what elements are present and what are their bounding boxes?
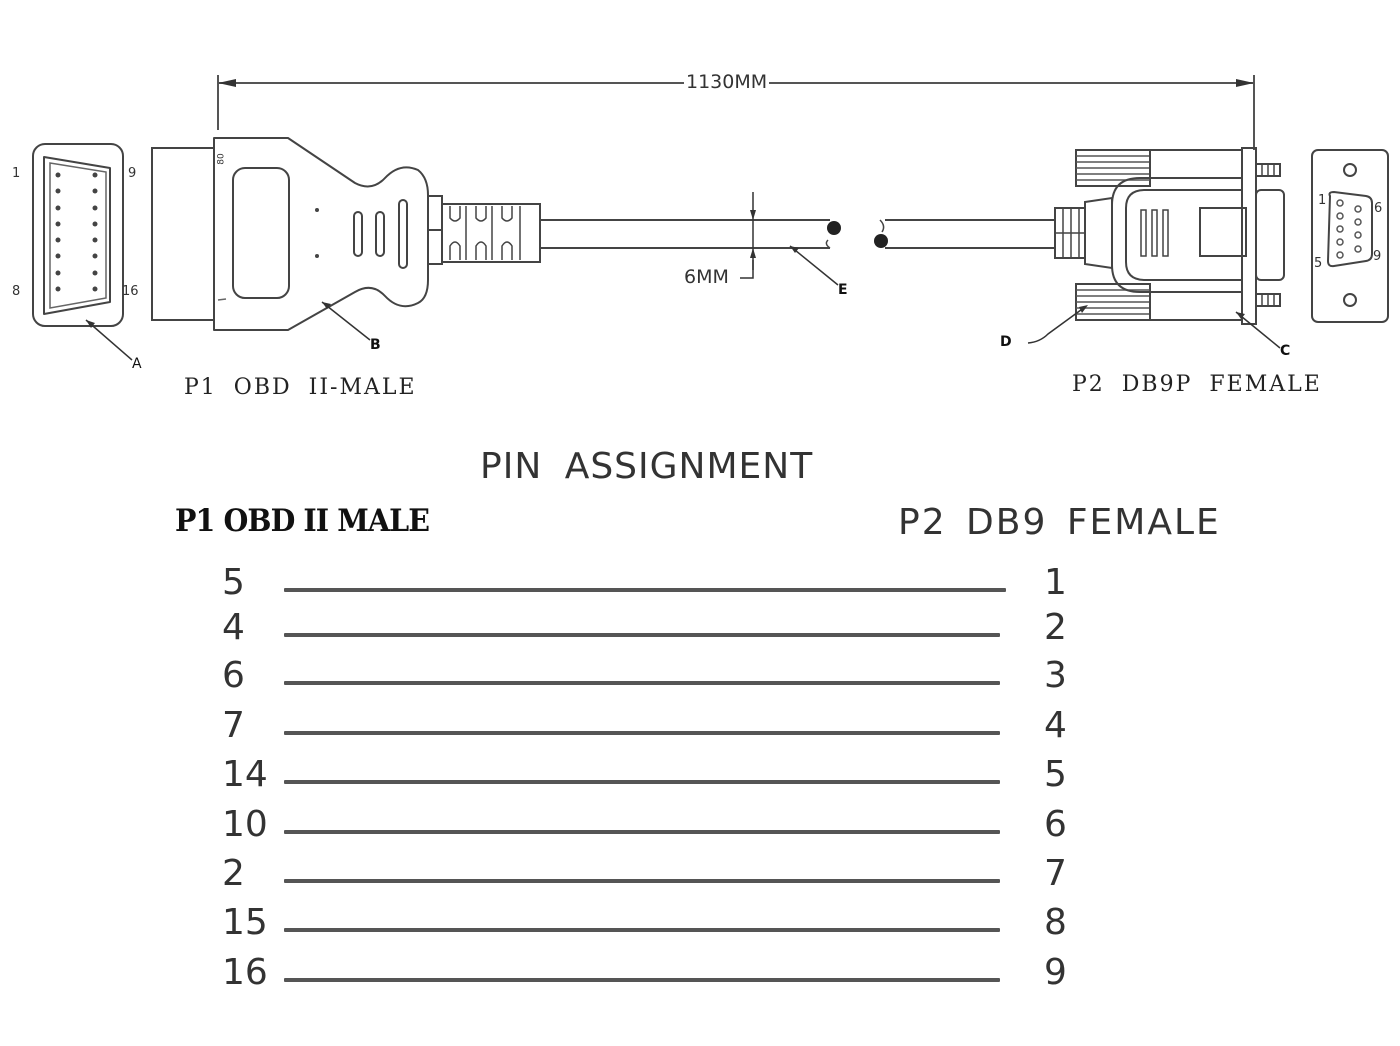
p2-column-header: P2 DB9 FEMALE bbox=[898, 502, 1221, 543]
wire bbox=[284, 633, 1000, 637]
pin-row: 10 6 bbox=[0, 805, 1400, 854]
obd-face-view bbox=[32, 143, 133, 361]
wire bbox=[284, 681, 1000, 685]
db9-side-view bbox=[1027, 147, 1285, 349]
db9-face-pin-5-label: 5 bbox=[1314, 256, 1323, 271]
p1-pin: 14 bbox=[222, 754, 268, 795]
wire bbox=[284, 879, 1000, 883]
db9-face-pin-1-label: 1 bbox=[1318, 193, 1327, 208]
obd-face-pin-8-label: 8 bbox=[12, 284, 21, 299]
p1-connector-caption: P1 OBD II-MALE bbox=[184, 375, 417, 400]
p2-pin: 3 bbox=[1044, 655, 1067, 696]
p1-pin: 15 bbox=[222, 902, 268, 943]
p2-pin: 8 bbox=[1044, 902, 1067, 943]
p1-column-header: P1 OBD II MALE bbox=[175, 503, 430, 539]
p2-pin: 7 bbox=[1044, 853, 1067, 894]
p2-pin: 6 bbox=[1044, 804, 1067, 845]
pin-row: 4 2 bbox=[0, 608, 1400, 657]
db9-face-pin-9-label: 9 bbox=[1373, 249, 1382, 264]
wire bbox=[284, 588, 1006, 592]
pin-row: 14 5 bbox=[0, 755, 1400, 804]
obd-side-view bbox=[151, 137, 541, 341]
obd-face-pin-16-label: 16 bbox=[122, 284, 139, 299]
p1-pin: 2 bbox=[222, 853, 245, 894]
wire bbox=[284, 780, 1000, 784]
pin-row: 7 4 bbox=[0, 706, 1400, 755]
obd-face-pin-9-label: 9 bbox=[128, 166, 137, 181]
cable-drawing bbox=[32, 75, 1389, 361]
cable bbox=[540, 192, 1055, 286]
p1-pin: 7 bbox=[222, 705, 245, 746]
p1-pin: 6 bbox=[222, 655, 245, 696]
wire bbox=[284, 830, 1000, 834]
pin-row: 2 7 bbox=[0, 854, 1400, 903]
pin-assignment-title: PIN ASSIGNMENT bbox=[480, 446, 814, 487]
callout-c: C bbox=[1280, 343, 1291, 359]
callout-a: A bbox=[132, 356, 142, 372]
callout-b: B bbox=[370, 337, 381, 353]
pin-row: 6 3 bbox=[0, 656, 1400, 705]
wire bbox=[284, 978, 1000, 982]
p1-pin: 4 bbox=[222, 607, 245, 648]
p2-pin: 5 bbox=[1044, 754, 1067, 795]
pin-row: 5 1 bbox=[0, 563, 1400, 612]
p2-connector-caption: P2 DB9P FEMALE bbox=[1072, 372, 1322, 397]
p2-pin: 1 bbox=[1044, 562, 1067, 603]
p2-pin: 4 bbox=[1044, 705, 1067, 746]
wire bbox=[284, 928, 1000, 932]
callout-e: E bbox=[838, 282, 848, 298]
pin-row: 15 8 bbox=[0, 903, 1400, 952]
cable-diameter-label: 6MM bbox=[682, 266, 731, 288]
callout-d: D bbox=[1000, 334, 1012, 350]
db9-face-view bbox=[1311, 149, 1389, 323]
db9-face-pin-6-label: 6 bbox=[1374, 201, 1383, 216]
pin-row: 16 9 bbox=[0, 953, 1400, 1002]
obd-body-mark: 80 bbox=[216, 153, 227, 165]
p1-pin: 16 bbox=[222, 952, 268, 993]
p2-pin: 9 bbox=[1044, 952, 1067, 993]
p2-pin: 2 bbox=[1044, 607, 1067, 648]
overall-length-label: 1130MM bbox=[684, 71, 770, 93]
wire bbox=[284, 731, 1000, 735]
p1-pin: 10 bbox=[222, 804, 268, 845]
obd-face-pin-1-label: 1 bbox=[12, 166, 21, 181]
p1-pin: 5 bbox=[222, 562, 245, 603]
